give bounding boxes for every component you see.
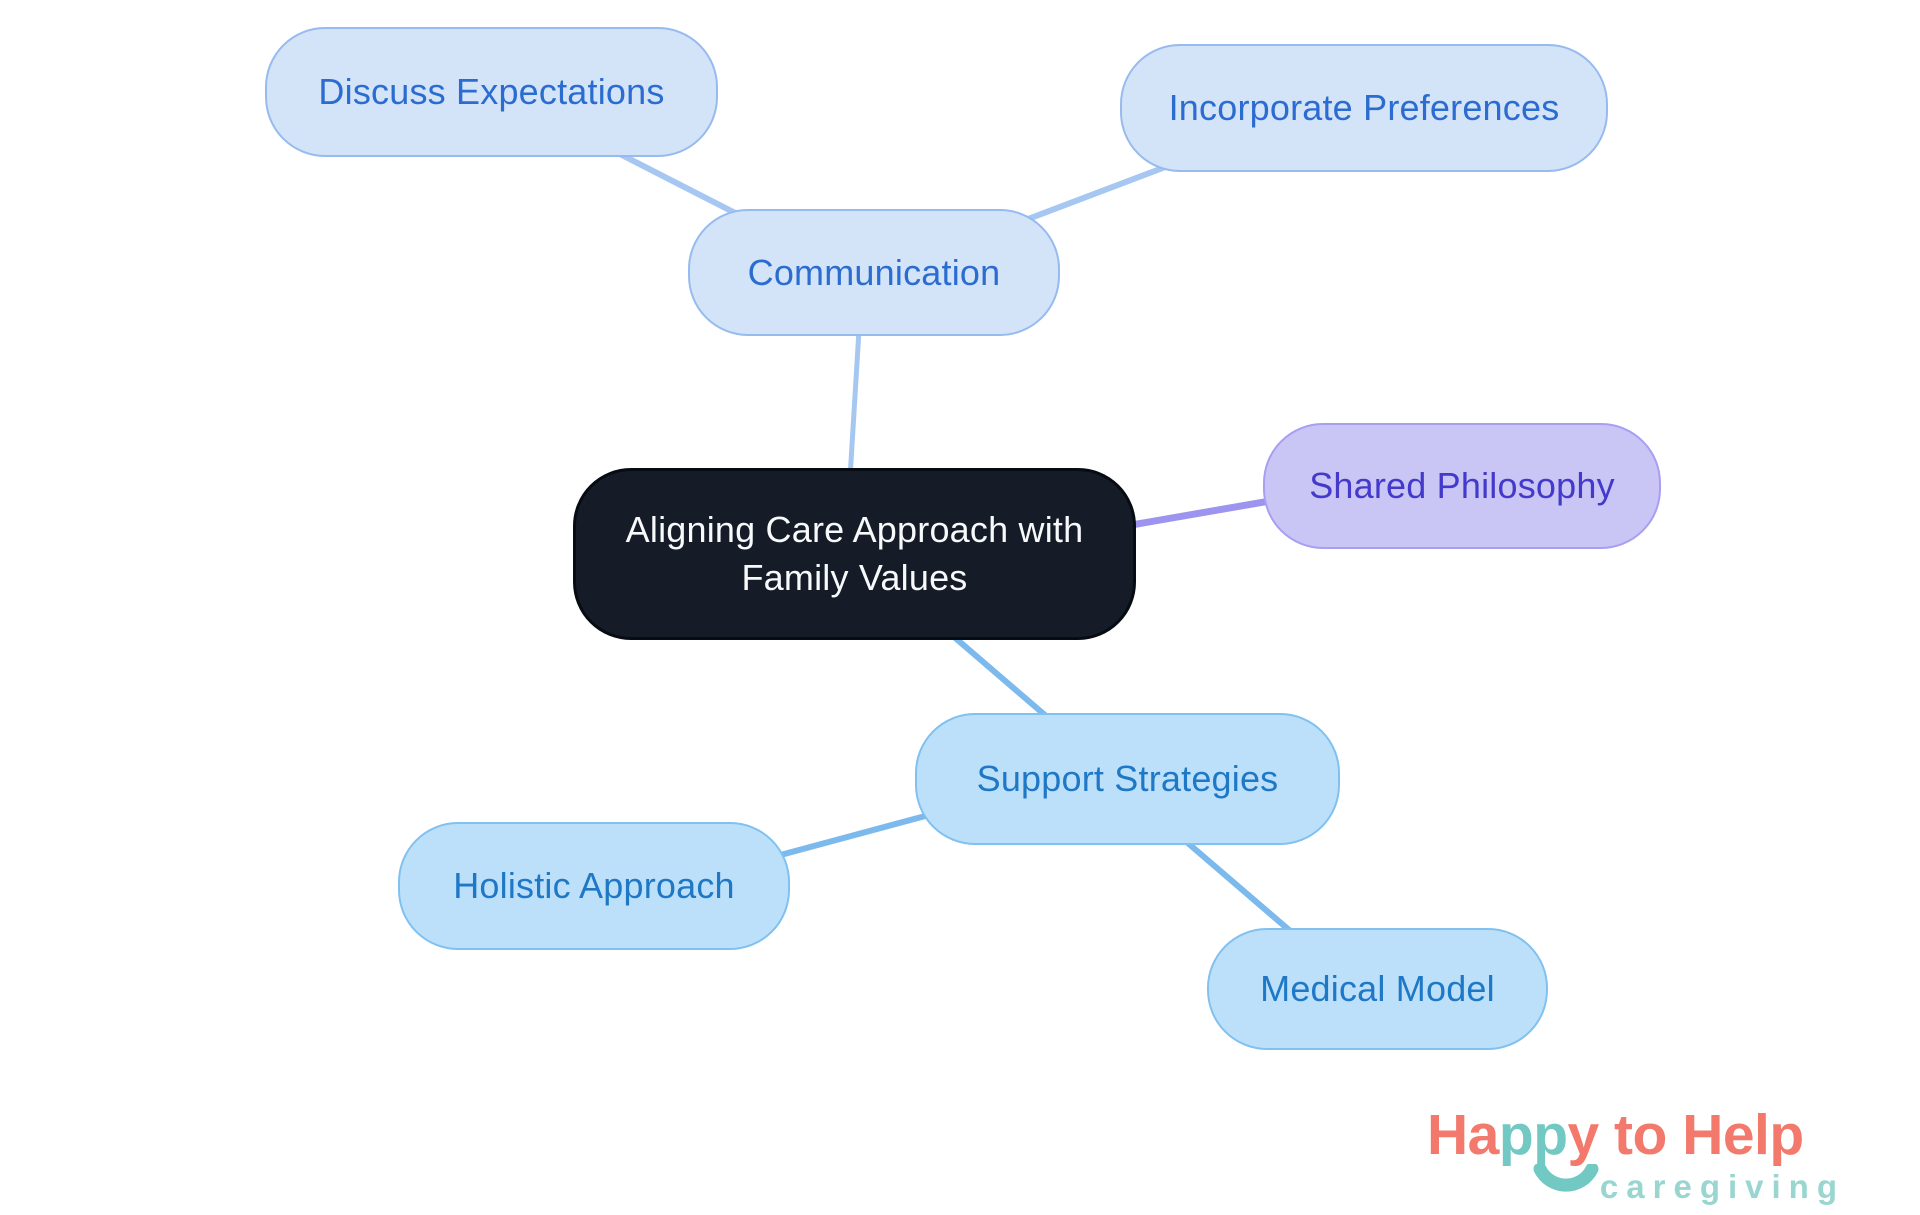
node-medical-model: Medical Model xyxy=(1207,928,1548,1050)
node-shared-philosophy: Shared Philosophy xyxy=(1263,423,1661,549)
smile-icon xyxy=(1533,1164,1599,1192)
node-label: Communication xyxy=(747,251,1001,293)
logo-word-part2: pp xyxy=(1498,1103,1568,1167)
central-label: Aligning Care Approach with Family Value… xyxy=(625,509,1084,598)
node-communication: Communication xyxy=(688,209,1060,336)
node-incorporate-preferences: Incorporate Preferences xyxy=(1120,44,1608,172)
node-label: Discuss Expectations xyxy=(318,71,665,112)
node-support-strategies: Support Strategies xyxy=(915,713,1340,845)
node-label: Incorporate Preferences xyxy=(1168,87,1560,128)
happy-to-help-logo: Happy to Help caregiving xyxy=(1427,1102,1879,1212)
node-discuss-expectations: Discuss Expectations xyxy=(265,27,718,157)
logo-tagline: caregiving xyxy=(1599,1168,1845,1205)
logo-word-part3: y to Help xyxy=(1567,1103,1805,1167)
logo-wordmark: Happy to Help xyxy=(1427,1102,1879,1168)
node-label: Holistic Approach xyxy=(453,865,735,906)
link-central-support-strategies xyxy=(944,627,1062,731)
node-central-aligning-care: Aligning Care Approach with Family Value… xyxy=(573,468,1136,640)
link-incorporate-communication xyxy=(1013,163,1170,227)
link-communication-central xyxy=(847,329,862,479)
node-label: Medical Model xyxy=(1260,968,1495,1009)
logo-word-part1: Ha xyxy=(1427,1103,1499,1167)
node-label: Shared Philosophy xyxy=(1309,465,1615,506)
node-holistic-approach: Holistic Approach xyxy=(398,822,790,950)
link-support-holistic xyxy=(761,805,956,863)
node-label: Support Strategies xyxy=(976,758,1279,799)
link-discuss-communication xyxy=(610,147,747,221)
